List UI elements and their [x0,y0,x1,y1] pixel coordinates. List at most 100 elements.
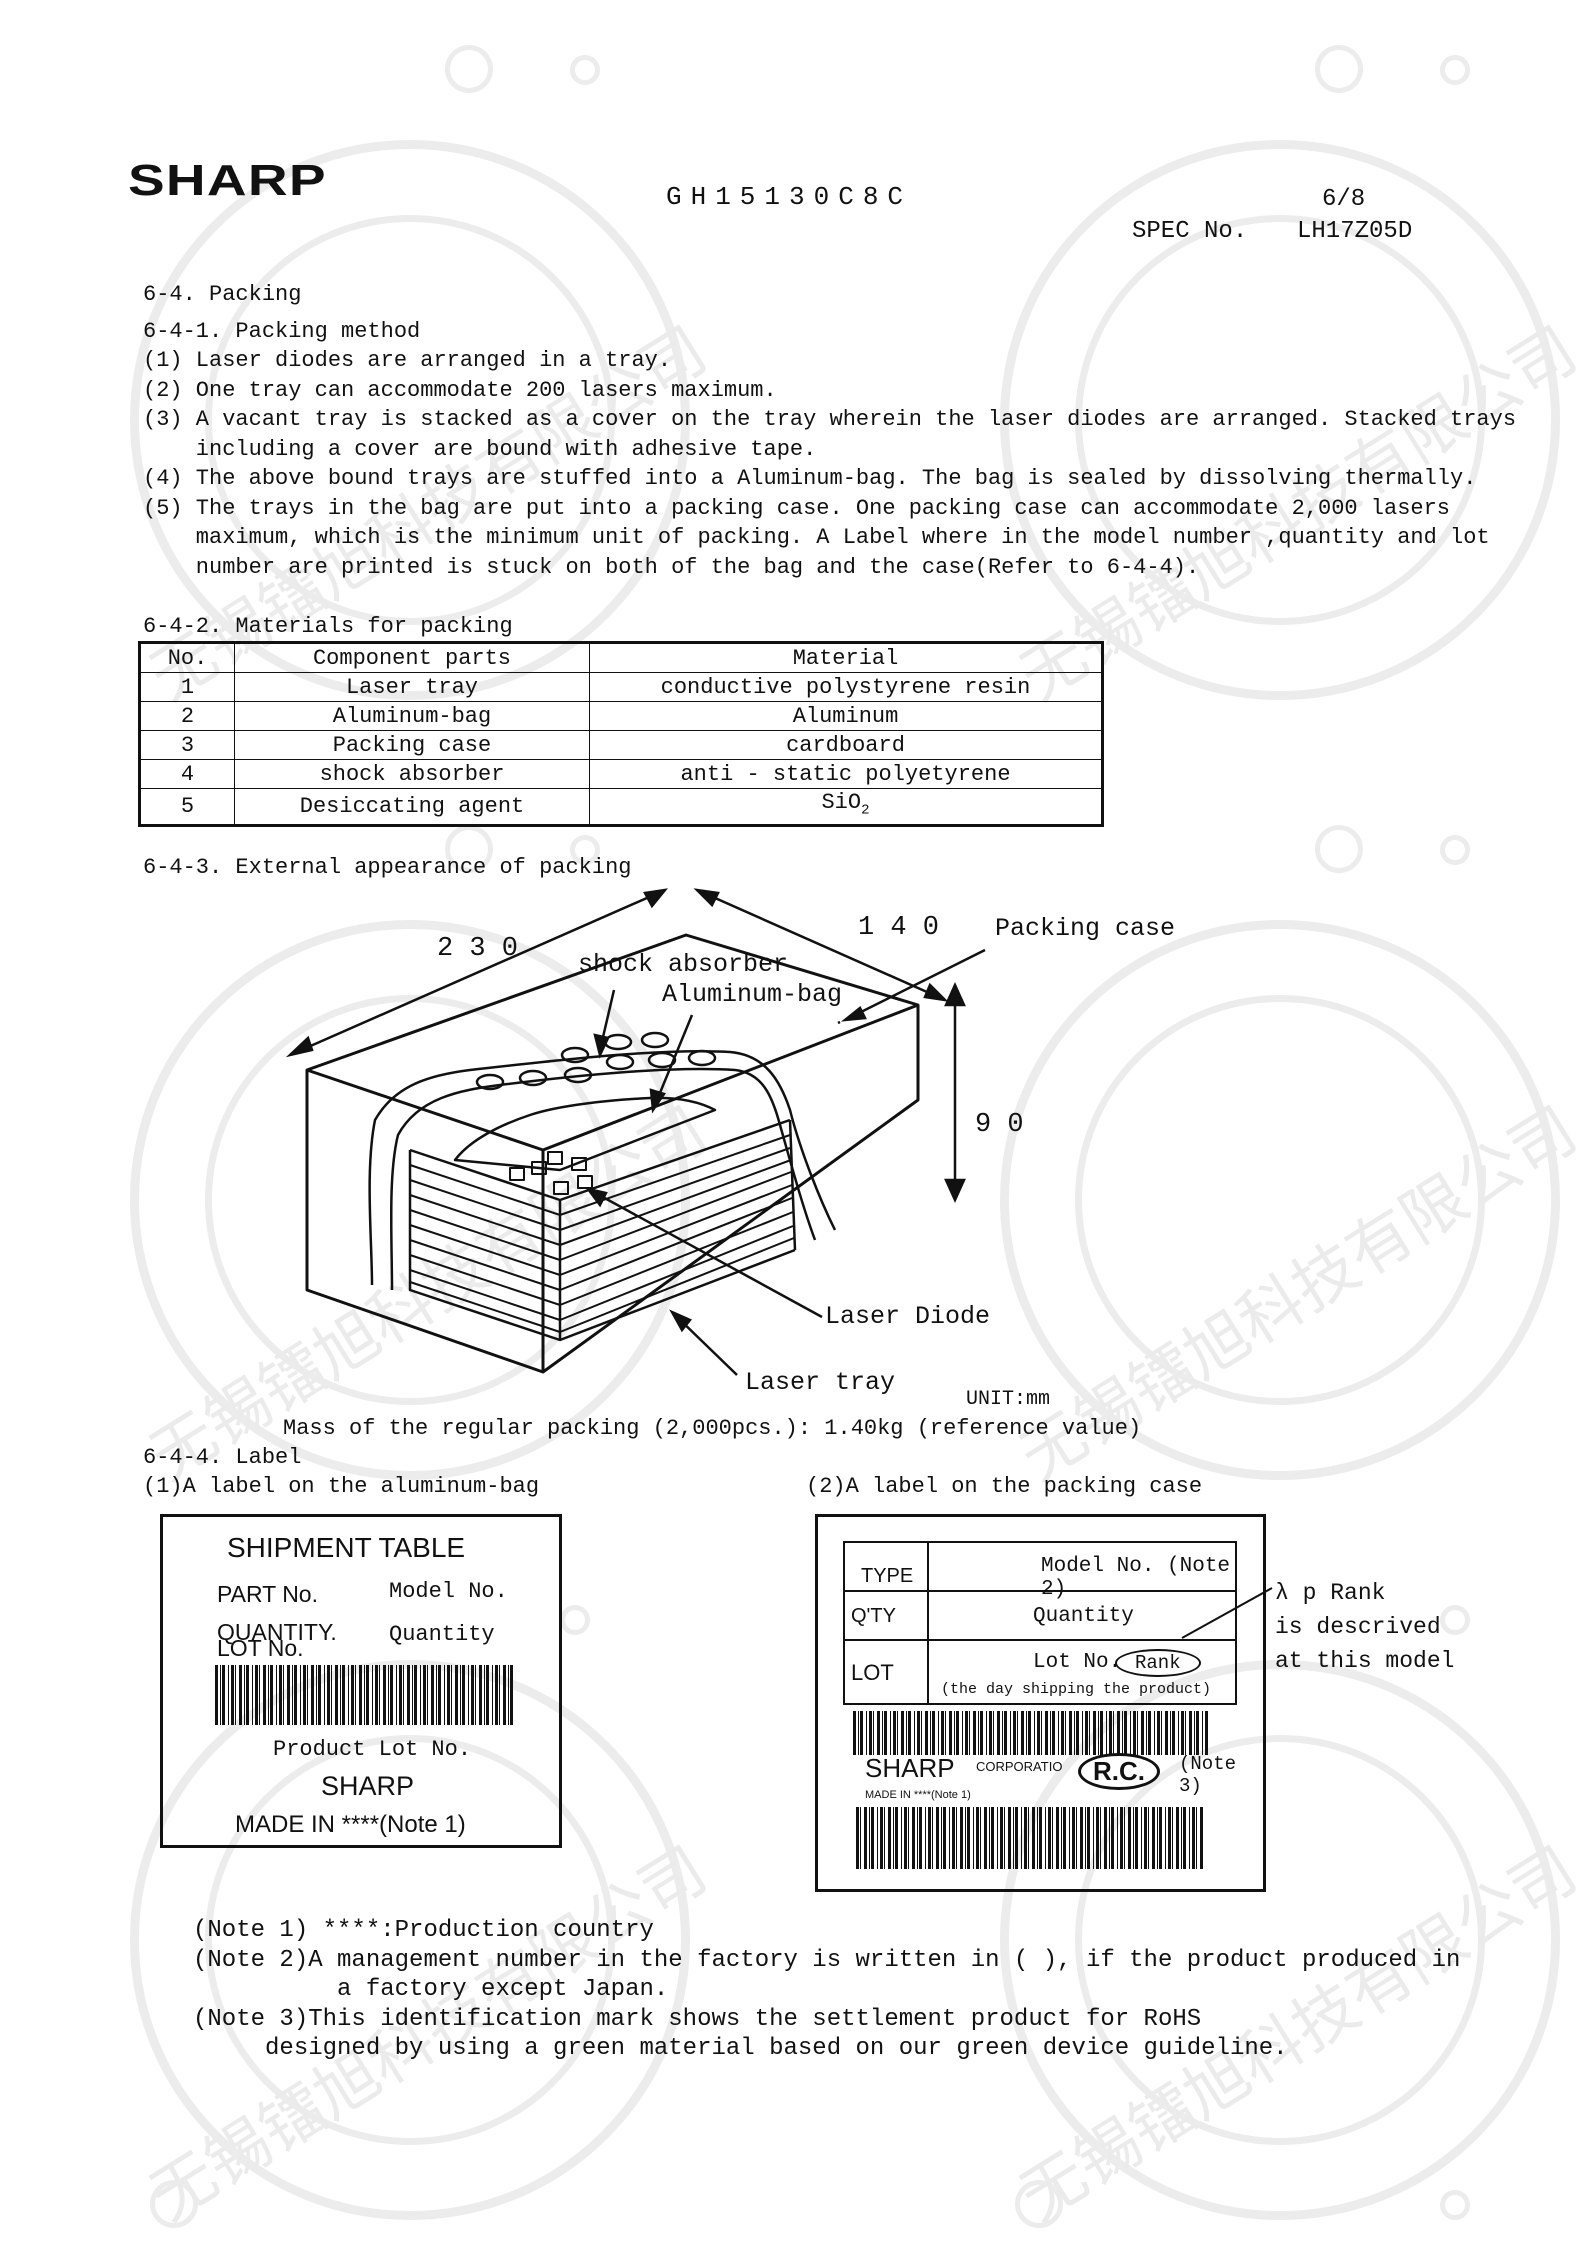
case-label-type: TYPE [861,1565,914,1587]
method-line: (4) The above bound trays are stuffed in… [143,466,1477,491]
case-label-title: (2)A label on the packing case [806,1474,1203,1499]
barcode-bar [1045,1711,1048,1755]
barcode-bar [969,1711,970,1755]
barcode-bar [1111,1807,1114,1869]
barcode-bar [1124,1807,1125,1869]
barcode-bar [997,1807,998,1869]
case-label: TYPE Model No. (Note 2) Q'TY Quantity LO… [815,1514,1266,1892]
barcode-bar [962,1711,963,1755]
box-top-edge [306,1003,919,1152]
barcode-bar [1148,1807,1149,1869]
barcode-bar [379,1665,380,1725]
barcode-bar [252,1665,253,1725]
barcode-bar [1087,1807,1090,1869]
bag-label-heading: SHIPMENT TABLE [227,1532,466,1563]
barcode-bar [882,1711,883,1755]
barcode-bar [1137,1711,1138,1755]
watermark-dot [1440,1605,1470,1635]
bag-label-part-no: PART No. [217,1581,318,1607]
barcode-bar [412,1665,413,1725]
watermark-dot [570,55,600,85]
barcode-bar [1037,1807,1038,1869]
barcode-bar [246,1665,249,1725]
mass-note: Mass of the regular packing (2,000pcs.):… [283,1416,1142,1441]
rank-note-line: is descrived [1275,1614,1441,1640]
barcode-bar [303,1665,306,1725]
barcode-bar [1089,1711,1090,1755]
barcode-bar [938,1711,939,1755]
barcode-bar [1128,1807,1131,1869]
table-row: 5 Desiccating agent SiO2 [139,787,1103,827]
barcode-bar [941,1807,942,1869]
case-label-qty-value: Quantity [1033,1605,1134,1628]
barcode-bar [460,1665,461,1725]
packing-method-list: (1) Laser diodes are arranged in a tray.… [143,346,1516,582]
table-cell: conductive polystyrene resin [589,672,1103,702]
materials-table: No. Component parts Material 1 Laser tra… [138,641,1104,828]
barcode-bar [1028,1711,1031,1755]
barcode-bar [1041,1711,1042,1755]
barcode-bar [1004,1711,1007,1755]
barcode-bar [956,1711,959,1755]
bag-label-product-lot: Product Lot No. [273,1737,472,1762]
barcode-bar [936,1807,939,1869]
barcode-bar [1165,1807,1166,1869]
barcode-bar [1185,1711,1186,1755]
barcode-bar [438,1665,441,1725]
rank-note-line: λ p Rank [1275,1580,1386,1606]
barcode-bar [263,1665,266,1725]
barcode-bar [877,1807,878,1869]
barcode-bar [366,1665,369,1725]
section-title-packing: 6-4. Packing [143,282,302,307]
watermark-seal-inner [1075,215,1485,625]
barcode-bar [423,1665,426,1725]
label-laser-diode: Laser Diode [825,1302,991,1331]
barcode-bar [893,1807,894,1869]
barcode-bar [1172,1807,1173,1869]
barcode-bar [1082,1711,1083,1755]
model-number: GH15130C8C [666,182,913,212]
barcode-bar [475,1665,476,1725]
case-label-corporation: CORPORATIO [976,1759,1063,1774]
barcode-bar [973,1711,976,1755]
barcode-bar [316,1665,317,1725]
barcode-bar [871,1807,874,1869]
bag-inner-contour [389,1067,817,1291]
subsection-title-label: 6-4-4. Label [143,1445,302,1470]
barcode-bar [1133,1807,1134,1869]
barcode-bar [1146,1711,1147,1755]
table-cell: 5 [139,787,235,827]
barcode-bar [1154,1711,1155,1755]
barcode-bar [1000,1807,1003,1869]
barcode-bar [492,1665,493,1725]
barcode-bar [447,1665,450,1725]
barcode-bar [375,1665,378,1725]
barcode-bar [888,1807,891,1869]
method-line: (3) A vacant tray is stacked as a cover … [143,407,1517,432]
barcode-bar [327,1665,330,1725]
barcode-bar [1196,1711,1199,1755]
barcode-bar [908,1711,911,1755]
barcode-bar [1181,1807,1182,1869]
barcode-bar [1048,1807,1051,1869]
barcode-bar [340,1665,341,1725]
sio-subscript: 2 [861,802,870,819]
watermark-seal [130,1660,690,2220]
notes-block: (Note 1) ****:Production country (Note 2… [193,1916,1460,2064]
barcode-bar [1013,1807,1014,1869]
barcode-bar [989,1711,992,1755]
barcode-bar [1017,1711,1018,1755]
rank-note-line: at this model [1275,1648,1455,1674]
barcode-bar [1100,1807,1101,1869]
barcode-bar [215,1665,218,1725]
barcode-bar [1032,1807,1035,1869]
bag-label-made-in: MADE IN ****(Note 1) [235,1811,466,1838]
barcode-bar [471,1665,474,1725]
barcode-bar [268,1665,269,1725]
watermark-dot [1315,825,1363,873]
watermark-seal [1000,140,1560,700]
barcode-bar [1021,1711,1024,1755]
barcode-bar [864,1807,867,1869]
label-shock-absorber: shock absorber [578,950,789,979]
barcode-bar [390,1665,393,1725]
